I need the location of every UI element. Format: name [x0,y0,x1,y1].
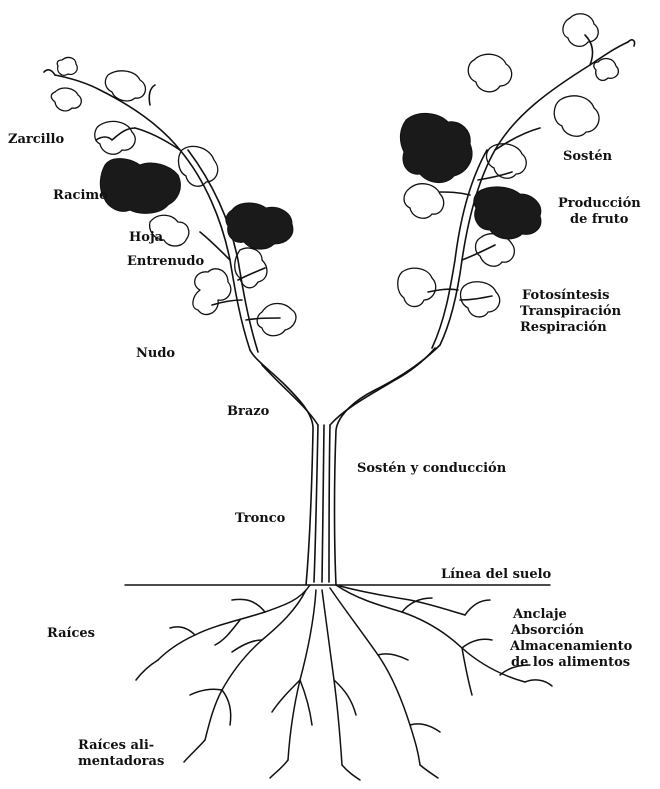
label-raices-alimentadoras: Raíces ali- mentadoras [78,738,164,770]
label-sosten-y-conduccion: Sostén y conducción [357,461,506,477]
label-hoja: Hoja [129,230,163,246]
label-produccion-de-fruto: Producción de fruto [558,196,641,228]
label-produccion-line2: de fruto [558,212,641,228]
label-fotosintesis: Fotosíntesis [520,288,621,304]
label-zarcillo: Zarcillo [8,132,64,148]
label-linea-del-suelo: Línea del suelo [441,567,551,583]
label-produccion-line1: Producción [558,196,641,212]
label-root-functions: Anclaje Absorción Almacenamiento de los … [510,607,632,671]
label-raices: Raíces [47,626,95,642]
label-leaf-functions: Fotosíntesis Transpiración Respiración [520,288,621,336]
label-nudo: Nudo [136,346,175,362]
grape-cluster-center [226,203,293,249]
dark-leaf-mid-right [474,187,541,239]
label-respiracion: Respiración [520,320,621,336]
label-transpiracion: Transpiración [520,304,621,320]
label-brazo: Brazo [227,404,269,420]
label-absorcion: Absorción [510,623,632,639]
label-raices-alimentadoras-line1: Raíces ali- [78,738,164,754]
roots [136,585,552,780]
label-tronco: Tronco [235,511,285,527]
label-sosten: Sostén [563,149,612,165]
label-almacenamiento: Almacenamiento [510,639,632,655]
dark-leaf-upper-right [400,113,472,182]
label-de-los-alimentos: de los alimentos [510,655,632,671]
label-racimo: Racimo [53,188,108,204]
grape-cluster-left [100,159,180,214]
label-raices-alimentadoras-line2: mentadoras [78,754,164,770]
label-entrenudo: Entrenudo [127,254,204,270]
dark-foliage [100,113,541,249]
label-anclaje: Anclaje [510,607,632,623]
